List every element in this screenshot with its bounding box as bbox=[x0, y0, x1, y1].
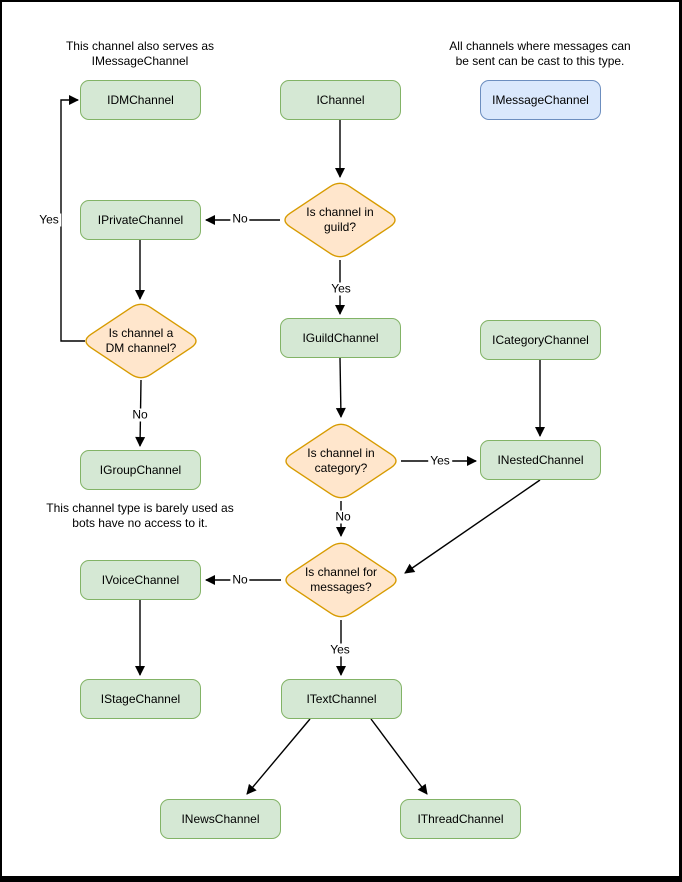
node-imessagechannel: IMessageChannel bbox=[480, 80, 601, 120]
edge-label-no-to-ivoicechannel: No bbox=[230, 572, 250, 587]
node-icategorychannel: ICategoryChannel bbox=[480, 320, 601, 360]
note-dm-channel: This channel also serves as IMessageChan… bbox=[65, 39, 215, 68]
edge-label-yes-to-iguildchannel: Yes bbox=[329, 281, 353, 296]
node-ichannel: IChannel bbox=[280, 80, 401, 120]
node-ithreadchannel: IThreadChannel bbox=[400, 799, 521, 839]
note-group-channel: This channel type is barely used as bots… bbox=[46, 501, 234, 530]
edge-label-yes-to-inestedchannel: Yes bbox=[428, 453, 452, 468]
diamond-shape bbox=[284, 182, 396, 258]
decision-label: Is channel for messages? bbox=[304, 565, 378, 594]
node-idmchannel: IDMChannel bbox=[80, 80, 201, 120]
node-igroupchannel: IGroupChannel bbox=[80, 450, 201, 490]
decision-label: Is channel in category? bbox=[307, 446, 375, 475]
node-iprivatechannel: IPrivateChannel bbox=[80, 200, 201, 240]
node-istagechannel: IStageChannel bbox=[80, 679, 201, 719]
decision-label: Is channel a DM channel? bbox=[105, 326, 177, 355]
decision-is-channel-in-guild: Is channel in guild? bbox=[280, 180, 400, 260]
edge-label-yes-to-itextchannel: Yes bbox=[328, 642, 352, 657]
node-inestedchannel: INestedChannel bbox=[480, 440, 601, 480]
edge-label-no-to-messages-check: No bbox=[333, 509, 353, 524]
node-ivoicechannel: IVoiceChannel bbox=[80, 560, 201, 600]
node-itextchannel: ITextChannel bbox=[281, 679, 402, 719]
decision-is-channel-a-dm: Is channel a DM channel? bbox=[81, 301, 201, 381]
edge-label-no-to-igroupchannel: No bbox=[130, 407, 150, 422]
diamond-shape bbox=[285, 542, 397, 618]
note-message-channel: All channels where messages can be sent … bbox=[449, 39, 631, 68]
decision-is-channel-for-messages: Is channel for messages? bbox=[281, 540, 401, 620]
edge-label-yes-dm-to-idmchannel: Yes bbox=[37, 212, 61, 227]
edge-label-no-to-iprivatechannel: No bbox=[230, 211, 250, 226]
diamond-shape bbox=[85, 303, 197, 379]
decision-is-channel-in-category: Is channel in category? bbox=[281, 421, 401, 501]
decision-label: Is channel in guild? bbox=[306, 205, 374, 234]
node-iguildchannel: IGuildChannel bbox=[280, 318, 401, 358]
diamond-shape bbox=[285, 423, 397, 499]
node-inewschannel: INewsChannel bbox=[160, 799, 281, 839]
